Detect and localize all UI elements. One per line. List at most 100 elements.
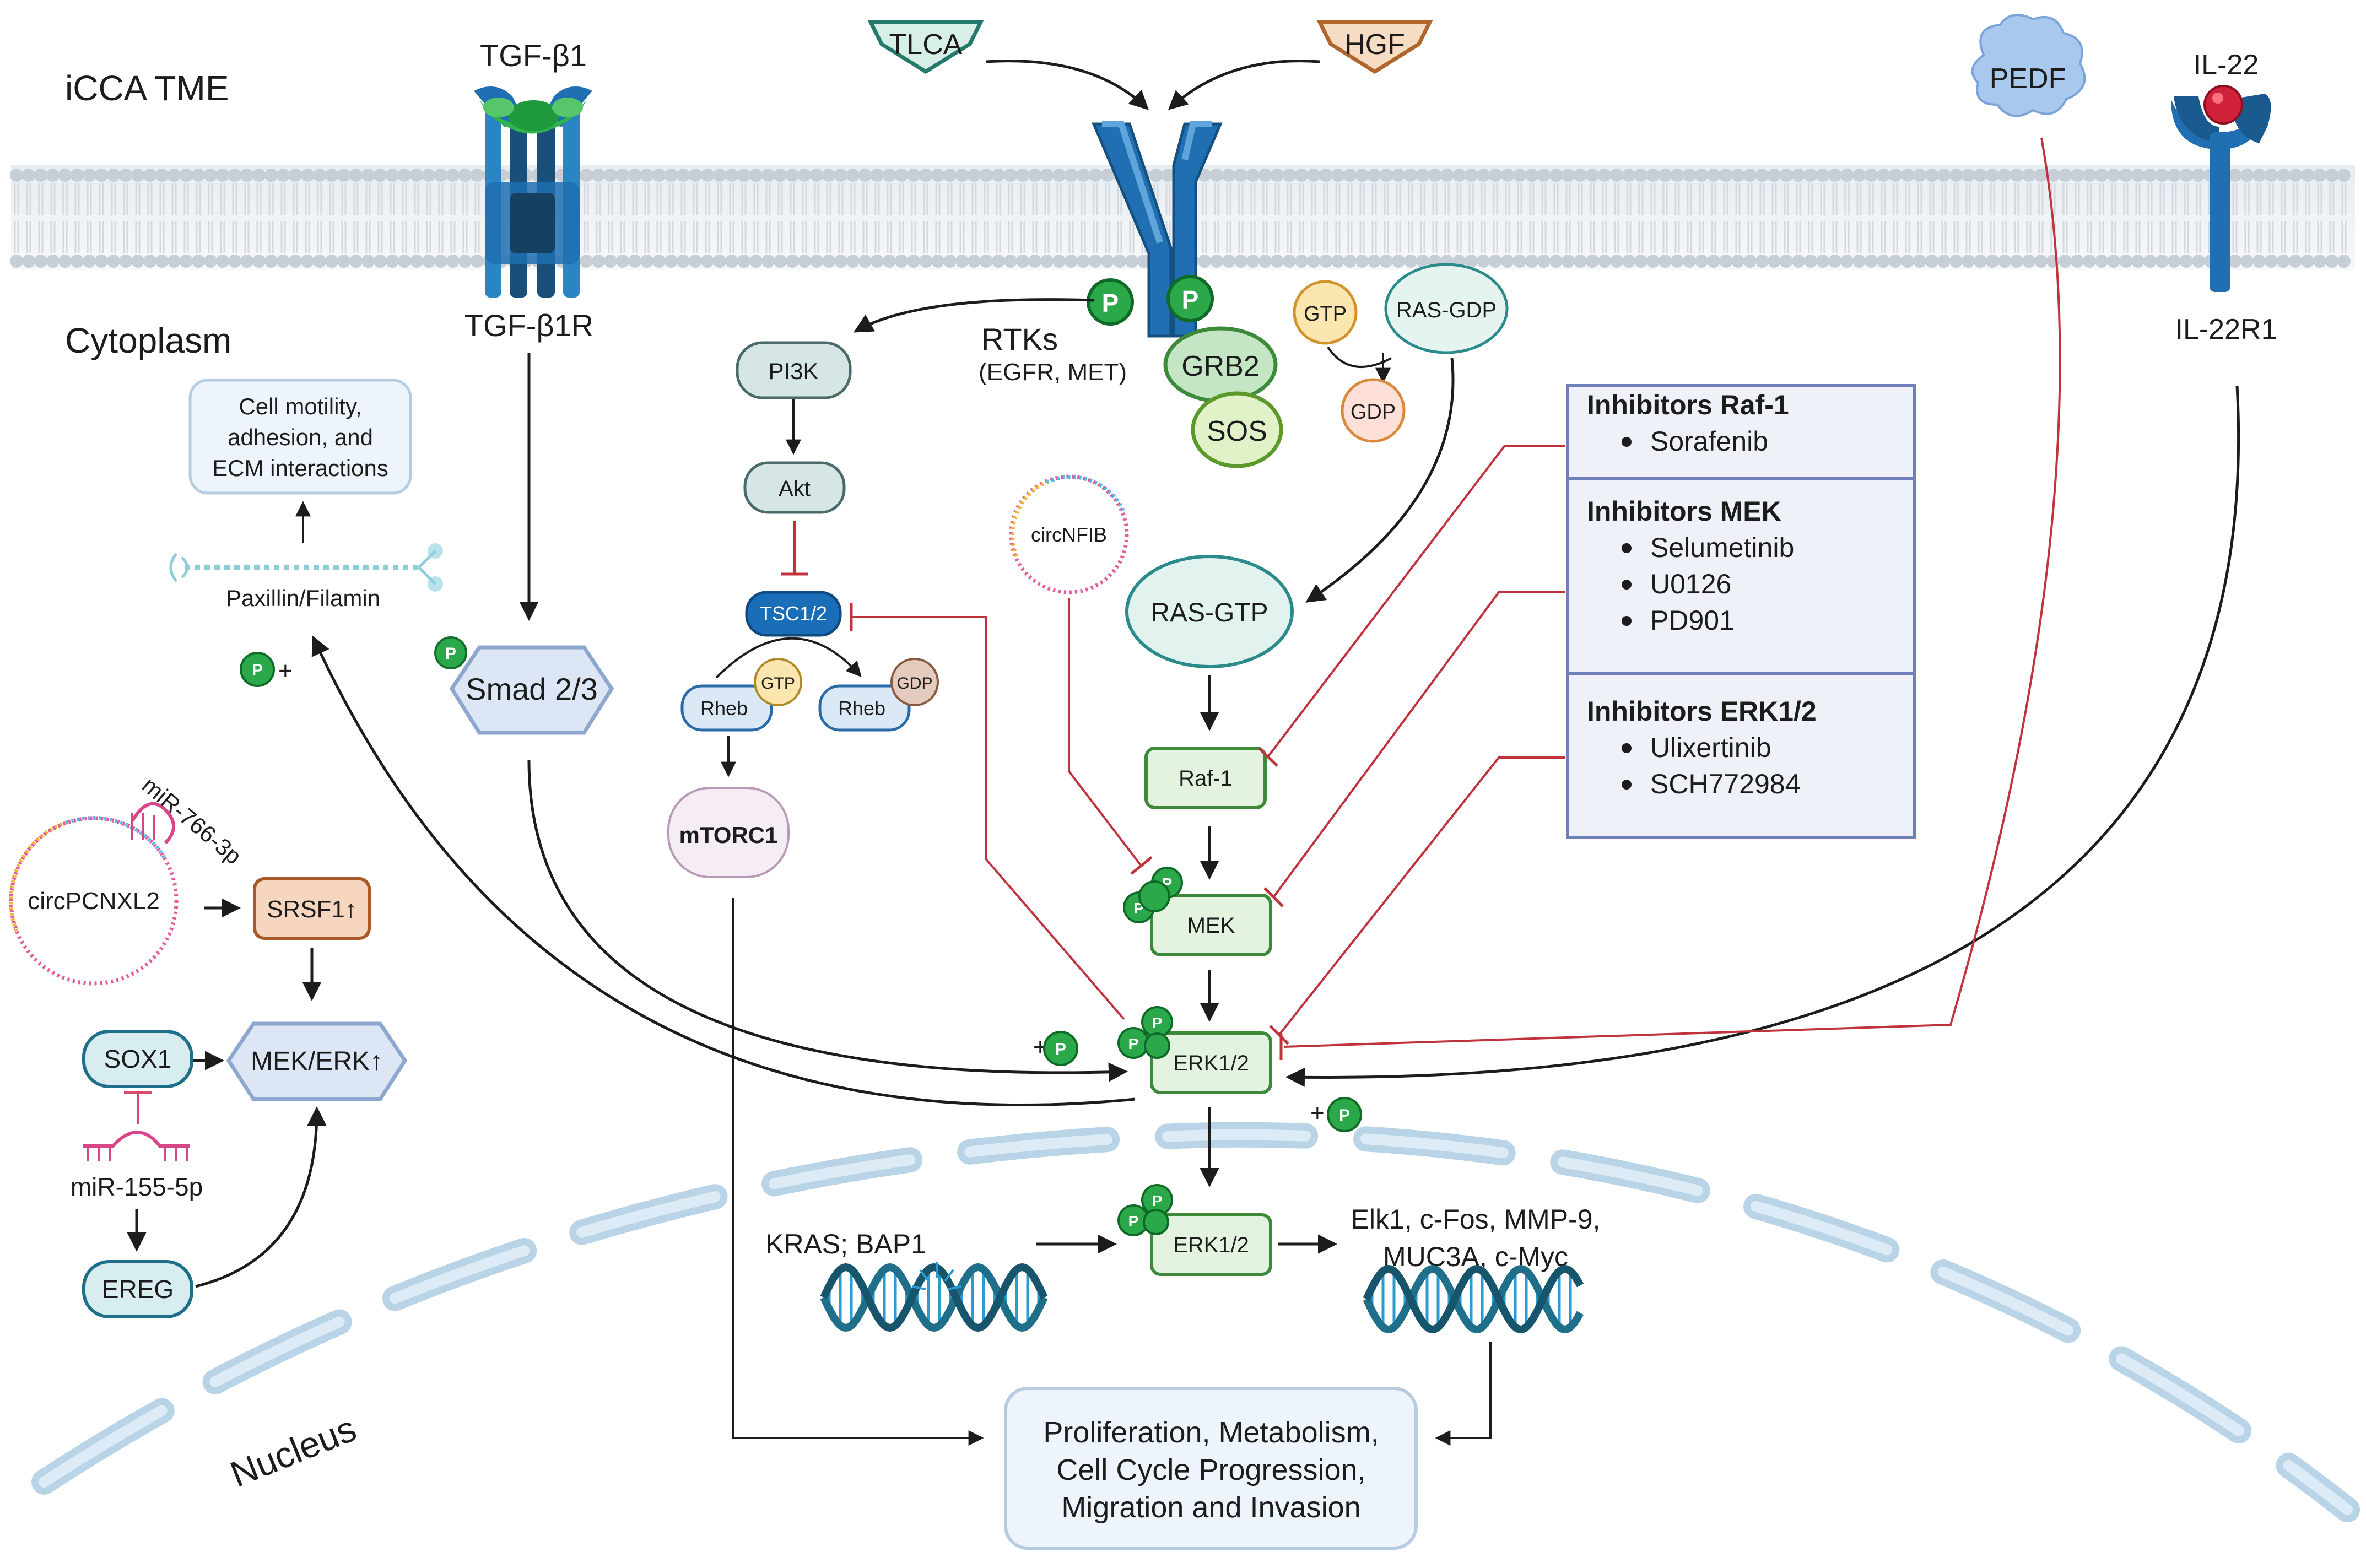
erk-phospho-icons: P P [1117, 1006, 1173, 1059]
dna-mutation-burst-icon [911, 1262, 962, 1290]
mek-phospho-icons: P P [1123, 867, 1183, 923]
dna-helix-right-icon [1363, 1264, 1584, 1334]
ereg-mekerk-arrow [195, 1106, 327, 1288]
svg-text:SOX1: SOX1 [104, 1045, 172, 1073]
svg-text:RAS-GDP: RAS-GDP [1396, 298, 1497, 322]
erk-nuclear-phospho-icons: P P [1117, 1184, 1173, 1236]
circnfib-rna-icon: circNFIB [1009, 474, 1129, 594]
cytoplasm-label: Cytoplasm [65, 321, 231, 360]
mek-node: MEK [1150, 894, 1272, 956]
svg-text:Migration and Invasion: Migration and Invasion [1061, 1491, 1360, 1524]
rheb-gtp-node: Rheb GTP [680, 658, 802, 732]
tlca-ligand: TLCA [867, 20, 984, 74]
bullet-icon [1622, 616, 1632, 626]
svg-text:GTP: GTP [1304, 302, 1347, 326]
svg-text:adhesion, and: adhesion, and [228, 424, 373, 450]
paxillin-plus: + [278, 657, 293, 684]
inhibitor-group-title: Inhibitors MEK [1587, 496, 1781, 527]
grb2-label: GRB2 [1181, 350, 1260, 382]
paxillin-label: Paxillin/Filamin [226, 585, 380, 611]
smad-erk-arrow [527, 760, 1128, 1082]
svg-text:P: P [1339, 1106, 1350, 1124]
grb2-node: GRB2 [1163, 326, 1278, 403]
ereg-node: EREG [82, 1260, 193, 1318]
inhibitor-drug: Selumetinib [1650, 532, 1794, 563]
svg-text:P: P [1055, 1040, 1066, 1058]
paxillin-phospho-icon: P [240, 652, 275, 687]
bullet-icon [1622, 437, 1632, 447]
svg-text:P: P [445, 645, 456, 663]
svg-text:P: P [1128, 1035, 1139, 1052]
rasgdp-rasgtp-arrow [1305, 358, 1455, 603]
mek-inhibitor-connector [1272, 591, 1565, 899]
mek-inhibitor-bar [1263, 887, 1284, 907]
rheb-gdp-node: Rheb GDP [818, 658, 939, 732]
rtk-phospho-left: P [1087, 278, 1134, 326]
inhibitor-group-title: Inhibitors Raf-1 [1587, 390, 1789, 420]
bullet-icon [1622, 780, 1632, 790]
erk-tsc-inhibit [851, 616, 1125, 1020]
inhibitor-drug: SCH772984 [1650, 769, 1800, 799]
raf1-node: Raf-1 [1144, 747, 1267, 809]
smad-phospho-icon: P [434, 636, 467, 669]
erk-plus-right: + [1310, 1100, 1325, 1127]
svg-text:ERK1/2: ERK1/2 [1173, 1051, 1249, 1075]
erk-inhibitor-bar [1269, 1025, 1289, 1045]
mir155-label: miR-155-5p [71, 1172, 203, 1201]
il22-label: IL-22 [2194, 49, 2259, 81]
mekerk-node: MEK/ERK↑ [226, 1021, 408, 1101]
tgfb1-ligand [479, 98, 587, 134]
bullet-icon [1622, 580, 1632, 590]
mtorc1-node: mTORC1 [667, 787, 790, 878]
pi3k-node: PI3K [736, 341, 852, 399]
membrane-outer-leaflet [10, 169, 2351, 182]
paxillin-filament-icon [169, 543, 443, 592]
outcome-box: Proliferation, Metabolism, Cell Cycle Pr… [1004, 1387, 1418, 1550]
circnfib-mek-inhibit [1068, 598, 1142, 866]
ras-gtp-node: RAS-GTP [1125, 555, 1294, 668]
inhibitor-drug: U0126 [1650, 569, 1731, 599]
gdp-ras-node: GDP [1341, 378, 1406, 443]
pedf-protein: PEDF [1971, 14, 2086, 117]
sos-node: SOS [1191, 391, 1283, 468]
erk-inhibitor-connector [1277, 756, 1565, 1037]
svg-text:RAS-GTP: RAS-GTP [1150, 598, 1268, 628]
tgfb1r-label: TGF-β1R [464, 308, 593, 343]
svg-text:Raf-1: Raf-1 [1179, 766, 1233, 791]
targets-outcome-arrow [1435, 1342, 1492, 1446]
inhibitor-drug: Sorafenib [1650, 426, 1768, 457]
ras-gdp-node: RAS-GDP [1384, 263, 1509, 354]
svg-text:GDP: GDP [1351, 401, 1396, 424]
il22-ligand [2203, 85, 2243, 125]
svg-text:TSC1/2: TSC1/2 [760, 602, 827, 625]
bullet-icon [1622, 543, 1632, 553]
smad-node: Smad 2/3 [449, 645, 614, 735]
targets-line1: Elk1, c-Fos, MMP-9, [1351, 1204, 1601, 1235]
gtp-ras-node: GTP [1293, 280, 1358, 345]
erk-phospho-add-right: P [1327, 1097, 1362, 1132]
rtks-sublabel: (EGFR, MET) [979, 359, 1127, 386]
svg-text:P: P [1182, 285, 1199, 314]
svg-text:mTORC1: mTORC1 [679, 822, 778, 848]
tlca-label: TLCA [889, 29, 963, 61]
svg-text:GTP: GTP [761, 674, 795, 693]
mtorc1-outcome-arrow [732, 898, 984, 1446]
svg-text:GDP: GDP [896, 674, 932, 693]
mir155-icon [83, 1131, 190, 1161]
svg-text:Rheb: Rheb [700, 697, 748, 720]
svg-text:MEK/ERK↑: MEK/ERK↑ [251, 1047, 383, 1076]
nuclear-envelope-highlight [39, 1129, 2353, 1515]
raf-inhibitor-connector [1266, 445, 1565, 759]
svg-text:P: P [252, 661, 263, 679]
tme-label: iCCA TME [65, 68, 229, 108]
inhibitor-drug: Ulixertinib [1650, 732, 1771, 763]
svg-text:P: P [1152, 1192, 1163, 1209]
svg-text:P: P [1102, 289, 1119, 317]
nucleus-label: Nucleus [225, 1408, 362, 1495]
svg-text:ECM interactions: ECM interactions [212, 455, 388, 481]
erk-phospho-add-left: P [1043, 1031, 1078, 1066]
rtk-pi3k-arrow [853, 298, 1094, 333]
